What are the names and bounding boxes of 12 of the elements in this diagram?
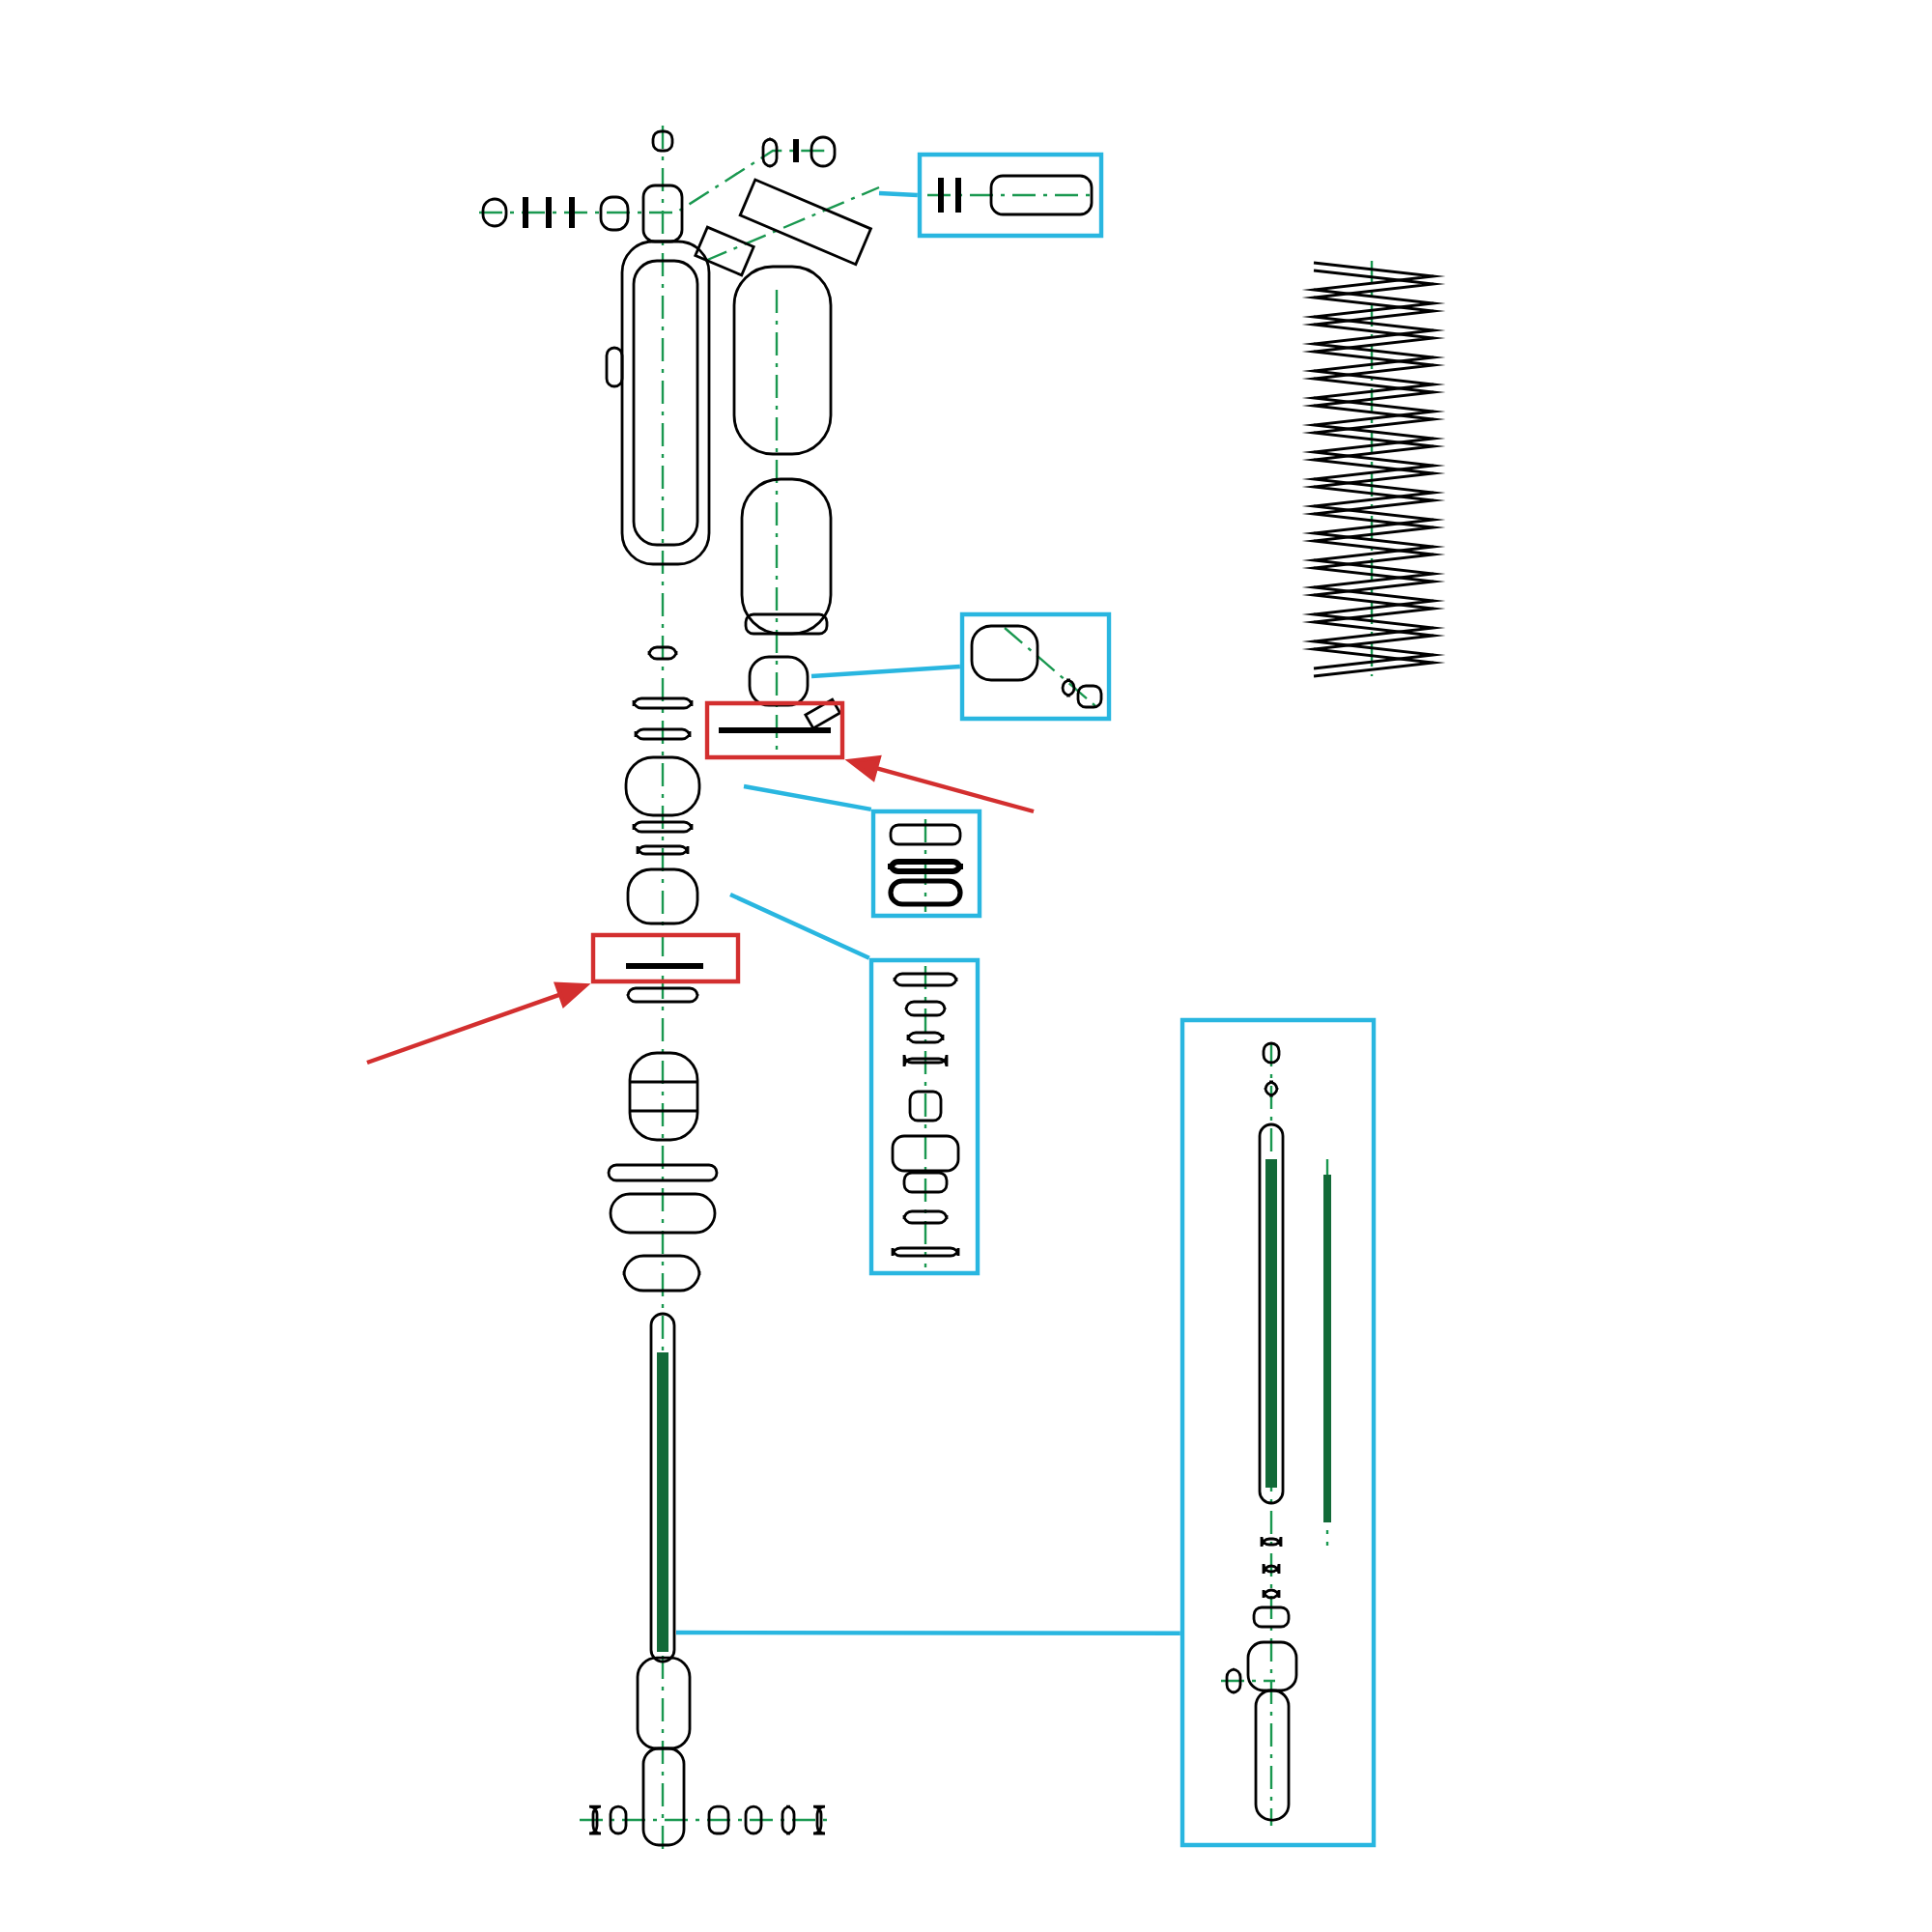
leader-line (810, 664, 960, 679)
leader-line (676, 1630, 1180, 1635)
callout-box (1179, 1017, 1377, 1848)
callout-box (959, 611, 1112, 722)
leader-line (729, 893, 870, 960)
callout-box (917, 152, 1104, 239)
callout-box (870, 809, 982, 919)
highlight-box (590, 932, 741, 984)
highlight-box (704, 700, 845, 760)
leader-line (878, 190, 918, 198)
leader-line (743, 783, 872, 811)
callout-box (868, 957, 980, 1276)
